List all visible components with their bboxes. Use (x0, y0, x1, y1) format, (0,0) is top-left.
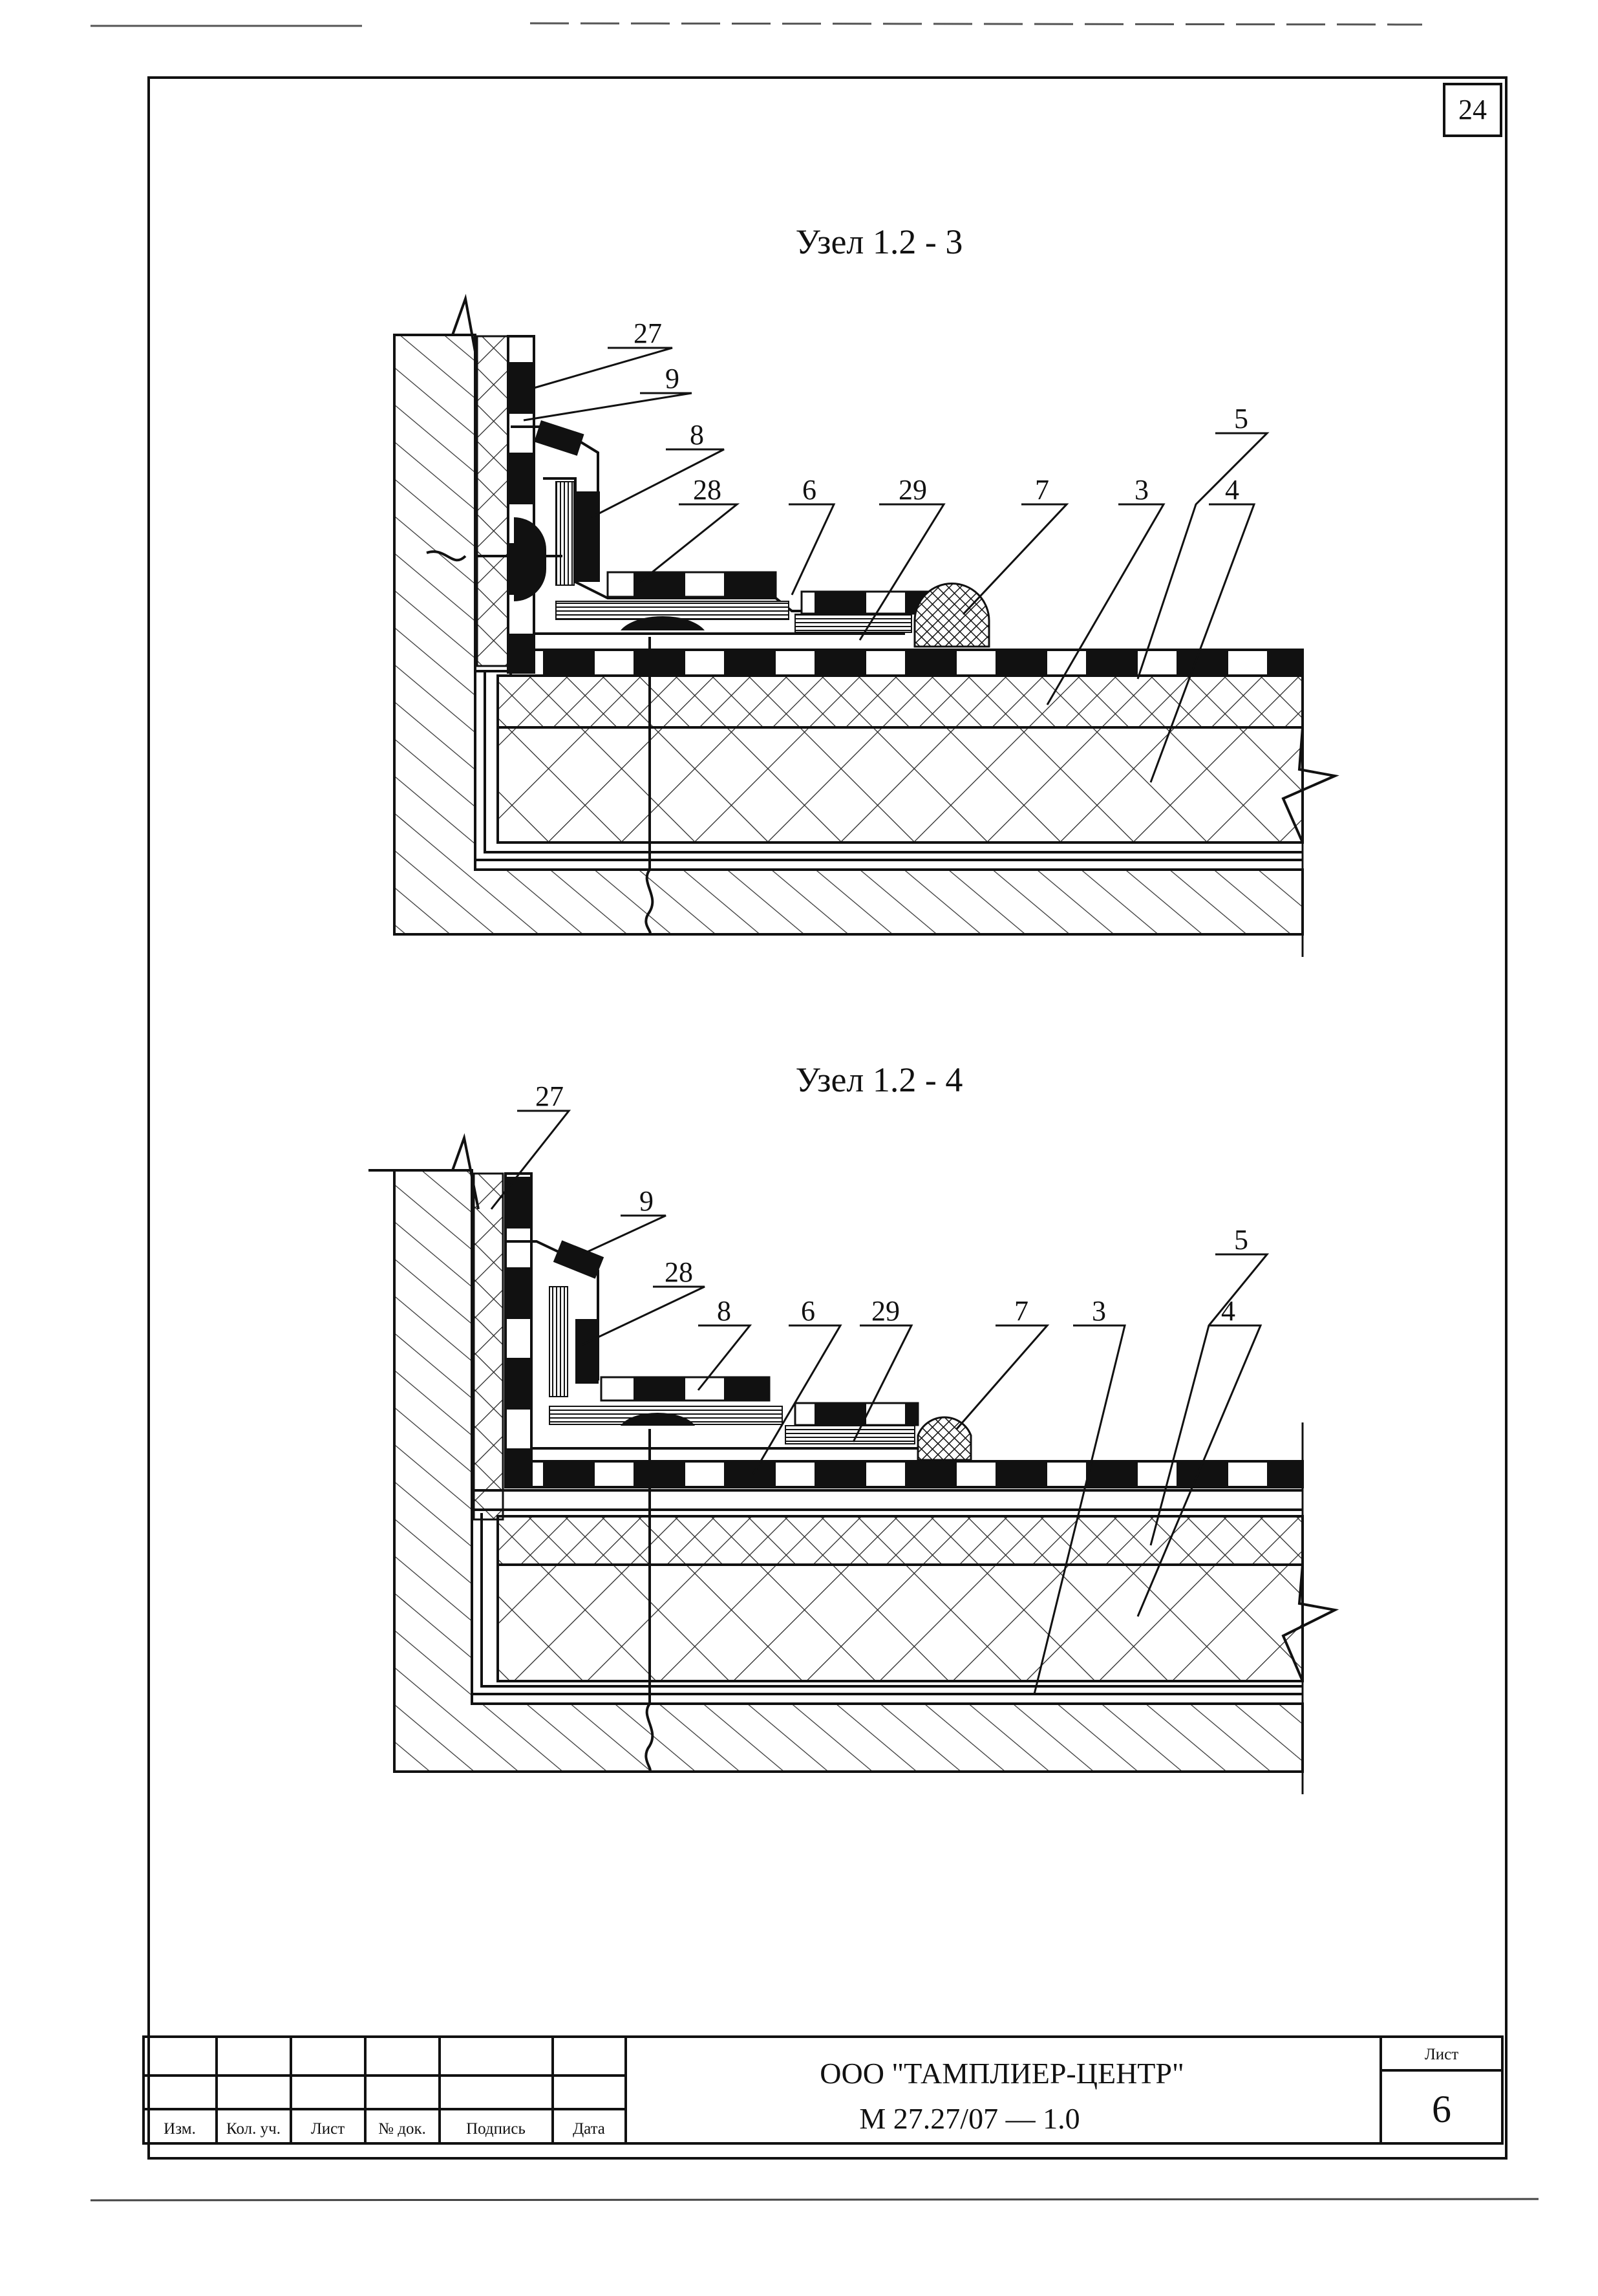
callout-6: 6 (801, 1295, 815, 1327)
detail-1-2-3: Узел 1.2 - 3 (393, 222, 1339, 957)
callout-7: 7 (1014, 1295, 1028, 1327)
callout-8: 8 (690, 419, 704, 451)
document-code: М 27.27/07 — 1.0 (859, 2102, 1080, 2135)
callout-9: 9 (665, 363, 679, 394)
callout-3: 3 (1135, 474, 1149, 506)
callout-28: 28 (665, 1256, 693, 1288)
callout-5: 5 (1234, 1224, 1248, 1256)
column-date: Дата (573, 2120, 605, 2138)
insulation-layer-4 (496, 1563, 1304, 1682)
callout-4: 4 (1225, 474, 1239, 506)
page-number: 24 (1458, 94, 1487, 125)
insulation-layer-4 (496, 726, 1304, 844)
callout-29: 29 (899, 474, 927, 506)
callout-7: 7 (1035, 474, 1049, 506)
insulation-layer-3 (496, 1515, 1304, 1566)
title-block (142, 2035, 1504, 2145)
column-list: Лист (311, 2120, 345, 2138)
column-kol-uch: Кол. уч. (226, 2120, 281, 2138)
column-signature: Подпись (466, 2120, 526, 2138)
sheet-frame (147, 76, 1507, 2160)
scan-top-edge (91, 22, 1423, 27)
detail-title: Узел 1.2 - 4 (796, 1060, 963, 1099)
page-number-box: 24 (1443, 83, 1502, 137)
callout-6: 6 (802, 474, 816, 506)
company-name: ООО "ТАМПЛИЕР-ЦЕНТР" (820, 2057, 1184, 2090)
callout-3: 3 (1092, 1295, 1106, 1327)
callout-4: 4 (1221, 1295, 1235, 1327)
callout-27: 27 (535, 1080, 564, 1112)
callout-27: 27 (634, 317, 662, 349)
column-doc-number: № док. (378, 2120, 426, 2138)
title-block-columns: Изм. Кол. уч. Лист № док. Подпись Дата (164, 2120, 605, 2138)
sheet-label: Лист (1425, 2046, 1458, 2063)
callout-28: 28 (693, 474, 721, 506)
detail-title: Узел 1.2 - 3 (796, 222, 963, 261)
callout-8: 8 (717, 1295, 731, 1327)
column-izm: Изм. (164, 2120, 196, 2138)
detail-1-2-4: Узел 1.2 - 4 (368, 1060, 1339, 1794)
callout-9: 9 (639, 1185, 654, 1217)
callout-29: 29 (871, 1295, 900, 1327)
sheet-number: 6 (1432, 2088, 1451, 2130)
sheet-bottom-edge (90, 2198, 1539, 2202)
callout-5: 5 (1234, 403, 1248, 435)
insulation-layer-3 (496, 674, 1304, 729)
